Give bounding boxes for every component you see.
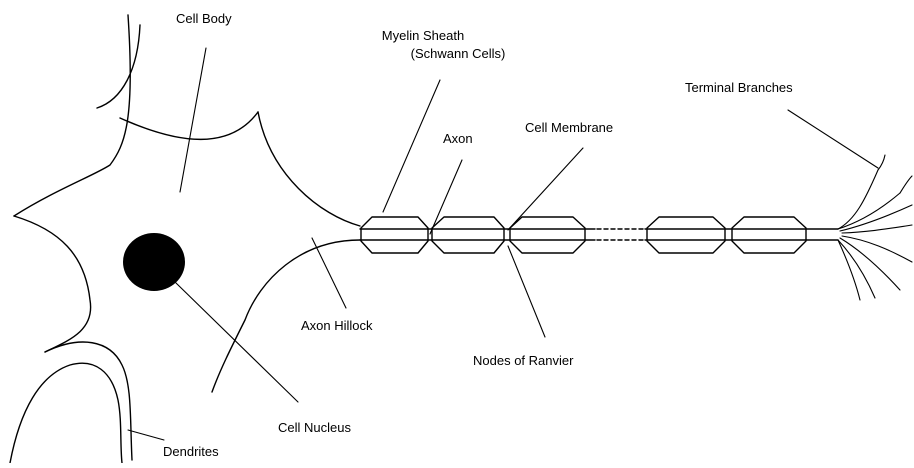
label-terminal-branches: Terminal Branches	[685, 80, 793, 95]
leader-dendrites	[128, 430, 164, 440]
soma-left-edge	[14, 216, 91, 352]
label-cell-nucleus: Cell Nucleus	[278, 420, 351, 435]
label-myelin-sheath-line1: Myelin Sheath	[382, 28, 464, 43]
soma-top-left-dendrite	[14, 15, 130, 216]
label-axon: Axon	[443, 131, 473, 146]
soma-upper-right-edge	[258, 112, 360, 226]
soma-lower-right-edge	[212, 240, 360, 392]
label-cell-membrane: Cell Membrane	[525, 120, 613, 135]
myelin-segment	[510, 217, 585, 253]
lower-dendrite-inner	[10, 363, 122, 463]
label-dendrites: Dendrites	[163, 444, 219, 459]
label-myelin-sheath-line2: (Schwann Cells)	[411, 46, 506, 61]
myelin-segment	[647, 217, 725, 253]
labels: Cell Body Myelin Sheath (Schwann Cells) …	[163, 11, 793, 459]
label-cell-body: Cell Body	[176, 11, 232, 26]
leader-nodes-of-ranvier	[508, 246, 545, 337]
lower-dendrite-outer	[45, 342, 132, 460]
myelin-segment	[732, 217, 806, 253]
terminal-branch	[840, 238, 900, 290]
terminal-branch	[842, 225, 912, 233]
terminal-branch	[838, 193, 900, 229]
leader-axon-hillock	[312, 238, 346, 308]
terminal-branch-tuft	[900, 176, 912, 193]
soma-top-dendrite-inner	[97, 25, 140, 108]
leader-axon	[430, 160, 462, 234]
cell-body-outline	[10, 15, 360, 463]
terminal-branches-shape	[838, 155, 912, 300]
myelin-segment	[361, 217, 428, 253]
terminal-branch-tuft	[878, 155, 885, 170]
label-axon-hillock: Axon Hillock	[301, 318, 373, 333]
leader-myelin-sheath	[383, 80, 440, 212]
label-nodes-of-ranvier: Nodes of Ranvier	[473, 353, 574, 368]
leader-cell-body	[180, 48, 206, 192]
myelin-sheath-segments	[361, 217, 806, 253]
leader-terminal-branches	[788, 110, 878, 168]
myelin-segment	[432, 217, 504, 253]
terminal-branch	[838, 170, 878, 229]
leader-cell-nucleus	[175, 282, 298, 402]
soma-top-right-dendrite	[120, 112, 258, 139]
leader-lines	[128, 48, 878, 440]
